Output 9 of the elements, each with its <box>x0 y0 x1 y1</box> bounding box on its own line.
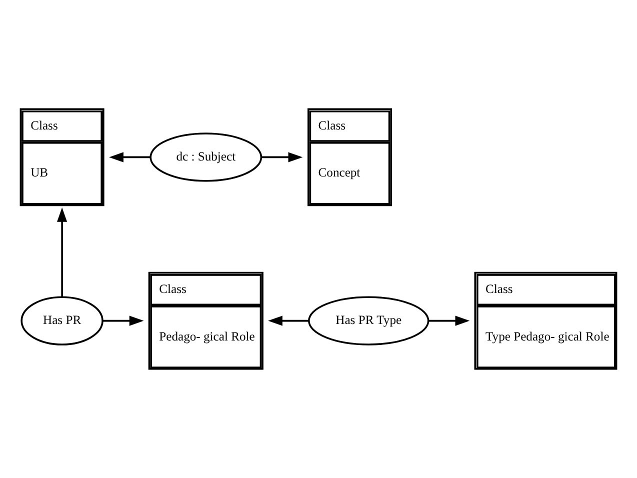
arrow <box>268 316 309 326</box>
arrow <box>109 152 150 162</box>
node-ellipse: Has PR <box>20 296 104 346</box>
arrow <box>261 152 303 162</box>
arrow <box>102 316 144 326</box>
node-ellipse: dc : Subject <box>150 132 262 182</box>
arrow <box>428 316 470 326</box>
node-ellipse: Has PR Type <box>308 296 430 346</box>
arrow <box>57 207 68 298</box>
